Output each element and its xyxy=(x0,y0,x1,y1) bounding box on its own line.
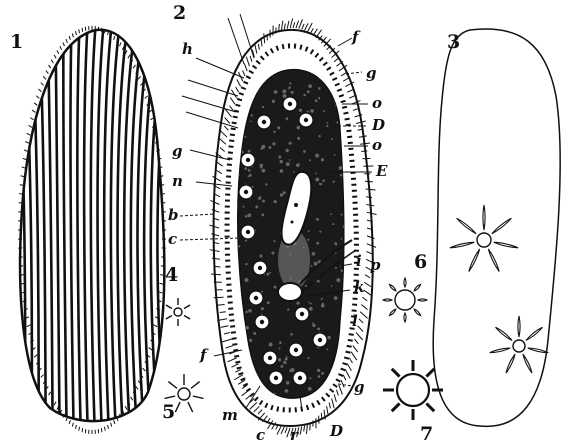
figure-number-7: 7 xyxy=(420,423,433,444)
figure-6-vacuole-rays: 6 xyxy=(383,251,427,322)
label-o-top: o xyxy=(372,94,382,112)
figure-number-2: 2 xyxy=(173,2,186,24)
label-n: n xyxy=(172,172,183,190)
label-i: i xyxy=(356,252,362,270)
label-g-left: g xyxy=(172,142,183,160)
label-l: l xyxy=(352,312,358,330)
figure-4-small-star: 4 xyxy=(165,264,190,326)
figure-1-ciliate-striated: 1 xyxy=(8,26,176,434)
label-g-top: g xyxy=(366,64,377,82)
figure-5-star: 5 xyxy=(162,374,203,423)
label-p: p xyxy=(370,256,381,274)
label-f-top: f xyxy=(351,28,361,46)
label-c: c xyxy=(168,230,177,248)
label-D-bottom: D xyxy=(329,422,343,440)
label-k: k xyxy=(354,278,364,296)
figure-number-3: 3 xyxy=(447,31,460,53)
label-o-mid: o xyxy=(372,136,382,154)
label-h: h xyxy=(182,40,193,58)
label-r: r xyxy=(290,426,299,444)
label-f-bottom: f xyxy=(199,346,209,364)
figure-7-vacuole-rays: 7 xyxy=(383,360,443,444)
label-m: m xyxy=(222,406,238,424)
figure-number-5: 5 xyxy=(162,401,175,423)
figure-3-outline-with-vacuoles: 3 xyxy=(433,29,560,426)
contractile-vacuole xyxy=(278,283,302,301)
label-c-bottom: c xyxy=(256,426,265,444)
figure-number-4: 4 xyxy=(165,264,178,286)
label-g-bottom: g xyxy=(354,378,365,396)
figure-number-6: 6 xyxy=(414,251,427,273)
figure-number-1: 1 xyxy=(10,31,23,53)
figure-2-paramecium-detail: 2 h f g o D o E g n b c i p k l f g m c … xyxy=(168,2,388,444)
label-D-upper: D xyxy=(371,116,385,134)
label-E: E xyxy=(375,162,388,180)
label-b: b xyxy=(168,206,179,224)
